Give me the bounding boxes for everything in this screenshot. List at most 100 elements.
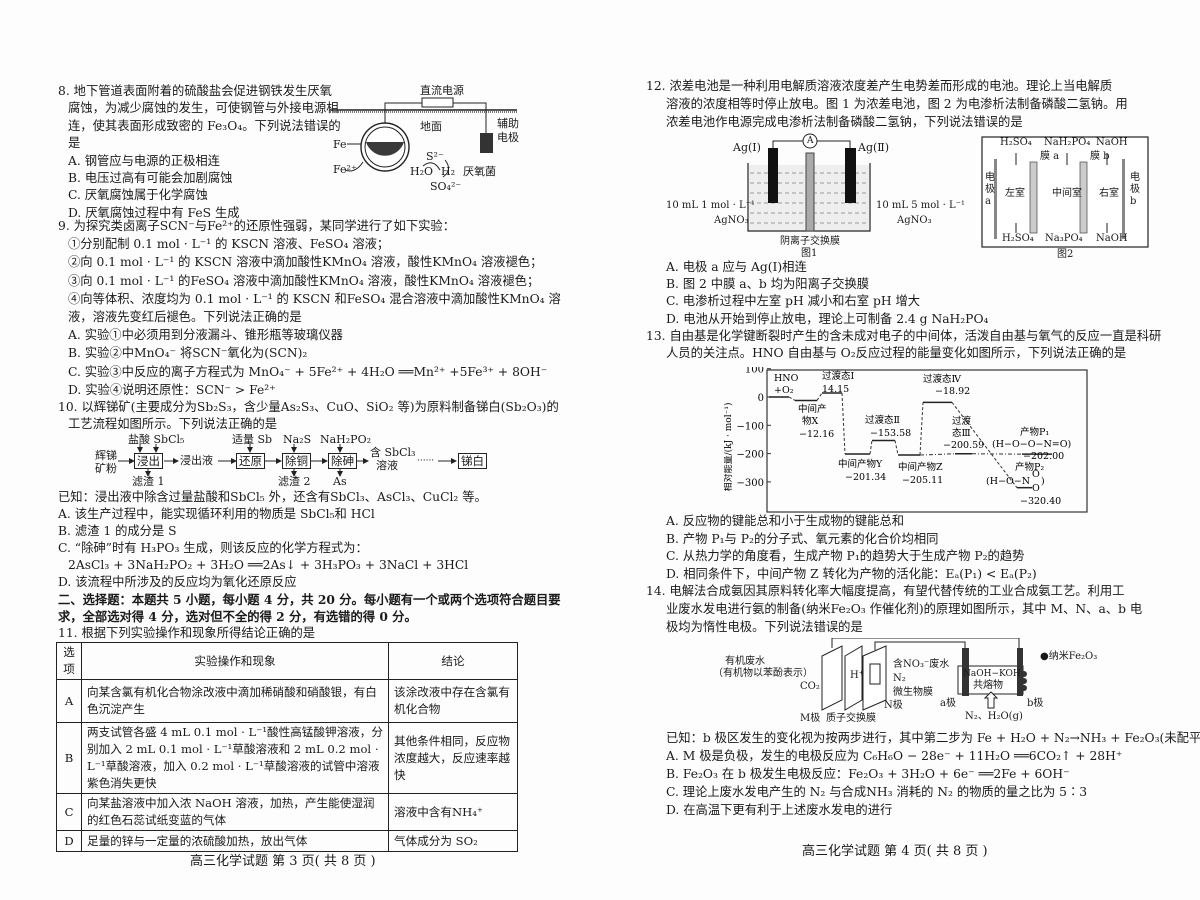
q8-option-a: A. 钢管应与电源的正极相连: [68, 153, 220, 168]
section-2-heading: 二、选择题：本题共 5 小题，每小题 4 分，共 20 分。每小题有一个或两个选…: [58, 592, 561, 607]
table-row: C 向某盐溶液中加入浓 NaOH 溶液，加热，产生能使湿润的红色石蕊试纸变蓝的气…: [56, 793, 518, 831]
fig2-middle-room: 中间室: [1052, 188, 1082, 199]
question-12: 12. 浓差电池是一种利用电解质溶液浓度差产生电势差而形成的电池。理论上当电解质…: [646, 77, 1128, 131]
q9-option-b: B. 实验②中MnO₄⁻ 将SCN⁻氧化为(SCN)₂: [68, 346, 308, 361]
q14-hplus: H⁺: [850, 670, 864, 681]
q9-step: ④向等体积、浓度均为 0.1 mol · L⁻¹ 的 KSCN 和FeSO₄ 混…: [68, 291, 561, 306]
table-row: D 足量的锌与一定量的浓硫酸加热，放出气体 气体成分为 SO₂: [56, 830, 518, 852]
connector-line: [788, 396, 796, 401]
table-row: A 向某含氯有机化合物涂改液中滴加稀硝酸和硝酸银，有白色沉淀产生 该涂改液中存在…: [56, 679, 518, 723]
page-footer-right: 高三化学试题 第 4 页( 共 8 页 ): [802, 844, 988, 859]
level-value-p1: −202.00: [1023, 451, 1064, 462]
q9-option-a: A. 实验①中必须用到分液漏斗、锥形瓶等玻璃仪器: [68, 328, 343, 343]
level-name-ts3: 过渡: [952, 415, 972, 427]
q14-biofilm: 微生物膜: [893, 687, 933, 698]
flow-step-reduce: 还原: [236, 453, 265, 469]
flow-solution-line2: 溶液: [376, 459, 398, 472]
level-value-z: −205.11: [902, 475, 943, 486]
q8-label-power: 直流电源: [420, 84, 464, 97]
row-option: B: [56, 722, 82, 794]
flow-raw-line2: 矿粉: [95, 462, 117, 475]
level-value-x: −12.16: [799, 429, 834, 440]
q8-corrosion-diagram: [330, 97, 517, 178]
section-2-heading-cont: 求，全部选对得 4 分，选对但不全的得 2 分，有选错的得 0 分。: [58, 609, 417, 624]
fig1-caption: 图1: [801, 248, 818, 259]
level-name-ts1: 过渡态Ⅰ: [822, 370, 855, 382]
connector-line: [894, 440, 899, 456]
flow-reagent-4: NaH₂PO₂: [320, 433, 372, 446]
question-14-body: 已知：b 极区发生的变化视为按两步进行，其中第二步为 Fe + H₂O + N₂…: [646, 729, 1200, 819]
q14-catalyst-label: 纳米Fe₂O₃: [1048, 651, 1098, 662]
flow-reagent-3: Na₂S: [283, 433, 312, 446]
q8-label-h2: H₂: [441, 165, 456, 178]
level-value-ts2: −153.58: [870, 428, 911, 439]
y-axis-label: 相对能量/(kJ · mol⁻¹): [724, 403, 734, 492]
q8-label-s2: S²⁻: [426, 150, 444, 163]
q10-option-a: A. 该生产过程中，能实现循环利用的物质是 SbCl₅和 HCl: [58, 507, 375, 521]
level-name-y: 中间产物Y: [838, 458, 883, 470]
fig2-bottom-right: NaOH: [1096, 233, 1128, 244]
q13-option-b: B. 产物 P₁与 P₂的分子式、氧元素的化合价均相同: [666, 531, 939, 546]
q13-option-d: D. 相同条件下，中间产物 Z 转化为产物的活化能：Eₐ(P₁) < Eₐ(P₂…: [666, 566, 1037, 581]
q14-organic-wastewater: 有机废水: [725, 656, 765, 667]
q12-option-b: B. 图 2 中膜 a、b 均为阳离子交换膜: [666, 277, 870, 292]
table-row: B 两支试管各盛 4 mL 0.1 mol · L⁻¹酸性高锰酸钾溶液，分别加入…: [56, 722, 518, 794]
question-10-body: 已知：浸出液中除含过量盐酸和SbCl₅ 外，还含有SbCl₃、AsCl₃、CuC…: [58, 489, 561, 642]
q10-stem-line: 工艺流程如图所示。下列说法正确的是: [68, 417, 278, 431]
page-footer-left: 高三化学试题 第 3 页( 共 8 页 ): [190, 854, 376, 869]
connector-line: [841, 392, 846, 455]
q12-option-c: C. 电渗析过程中左室 pH 减小和右室 pH 增大: [666, 294, 921, 309]
q14-m-pole: M极: [800, 713, 821, 724]
q12-stem-line: 溶液的浓度相等时停止放电。图 1 为浓差电池，图 2 为电渗析法制备磷酸二氢钠。…: [666, 97, 1128, 111]
fig2-electrode-b: 电极b: [1130, 172, 1140, 207]
y-tick-label: 100: [745, 367, 764, 376]
q8-label-h2o: H₂O: [410, 165, 434, 178]
q9-option-c: C. 实验③中反应的离子方程式为 MnO₄⁻ + 5Fe²⁺ + 4H₂O ══…: [68, 364, 548, 379]
y-tick-label: −300: [737, 478, 764, 489]
q8-label-fe: Fe: [333, 138, 347, 151]
level-name-p1: 产物P₁: [1020, 426, 1049, 438]
level-value-y: −201.34: [845, 472, 886, 483]
y-tick-label: −200: [737, 450, 764, 461]
connector-line: [816, 392, 823, 401]
level-name-r: +O₂: [774, 385, 794, 396]
q14-option-c: C. 理论上废水发电产生的 N₂ 与合成NH₃ 消耗的 N₂ 的物质的量之比为 …: [666, 785, 1088, 799]
q14-stem-line: 极均为惰性电极。下列说法错误的是: [666, 619, 863, 634]
q12-option-a: A. 电极 a 应与 Ag(Ⅰ)相连: [666, 260, 807, 274]
q9-step: ③向 0.1 mol · L⁻¹ 的FeSO₄ 溶液中滴加酸性KMnO₄ 溶液，…: [68, 273, 540, 288]
fig1-ag1: Ag(Ⅰ): [733, 141, 761, 154]
q14-stem-line: 业废水发电进行氨的制备(纳米Fe₂O₃ 作催化剂)的原理如图所示，其中 M、N、…: [666, 601, 1143, 616]
q8-label-aux2: 电极: [497, 131, 519, 144]
row-operation: 足量的锌与一定量的浓硫酸加热，放出气体: [81, 830, 389, 852]
q12-figure-2-electrodialysis: [981, 136, 1149, 248]
q8-label-ground: 地面: [420, 120, 442, 133]
q14-option-a: A. M 极是负极，发生的电极反应为 C₆H₆O − 28e⁻ + 11H₂O …: [666, 749, 1123, 763]
question-9: 9. 为探究类卤离子SCN⁻与Fe²⁺的还原性强弱，某同学进行了如下实验： ①分…: [58, 217, 561, 399]
plot-area: 1000−100−200−300HNO+O₂中间产物X−12.16过渡态Ⅰ14.…: [737, 367, 1088, 513]
q8-label-bacteria: 厌氧菌: [463, 165, 496, 178]
q8-option-b: B. 电压过高有可能会加剧腐蚀: [68, 171, 233, 186]
flow-step-arsenic: 除砷: [328, 453, 357, 469]
flow-raw-line1: 辉锑: [95, 449, 117, 462]
q11-stem: 11. 根据下列实验操作和现象所得结论正确的是: [58, 626, 316, 640]
level-name-p2: (H−O−N: [986, 476, 1030, 487]
q8-label-aux1: 辅助: [497, 117, 519, 130]
flow-step-copper: 除铜: [282, 453, 311, 469]
level-name-z: 中间产物Z: [898, 461, 943, 473]
q14-n2: N₂: [893, 673, 906, 684]
row-option: C: [56, 793, 82, 831]
plot-frame: [766, 369, 1088, 513]
question-13-options: A. 反应物的键能总和小于生成物的键能总和 B. 产物 P₁与 P₂的分子式、氧…: [646, 513, 1142, 636]
row-option: D: [56, 830, 82, 852]
fig1-ammeter-label: A: [807, 136, 814, 146]
fig2-top-left: H₂SO₄: [1000, 137, 1032, 148]
level-name-ts2: 过渡态Ⅱ: [865, 414, 900, 426]
level-value-ts1: 14.15: [822, 384, 849, 395]
row-operation: 两支试管各盛 4 mL 0.1 mol · L⁻¹酸性高锰酸钾溶液，分别加入 2…: [81, 722, 389, 794]
q13-option-c: C. 从热力学的角度看，生成产物 P₁的趋势大于生成产物 P₂的趋势: [666, 549, 1025, 564]
q14-organic-note: （有机物以苯酚表示）: [713, 668, 813, 679]
flow-solution-line1: 含 SbCl₃: [370, 446, 416, 459]
fig2-top-right: NaOH: [1096, 137, 1128, 148]
fig2-left-room: 左室: [1005, 188, 1025, 199]
q14-pem: 质子交换膜: [826, 713, 876, 724]
